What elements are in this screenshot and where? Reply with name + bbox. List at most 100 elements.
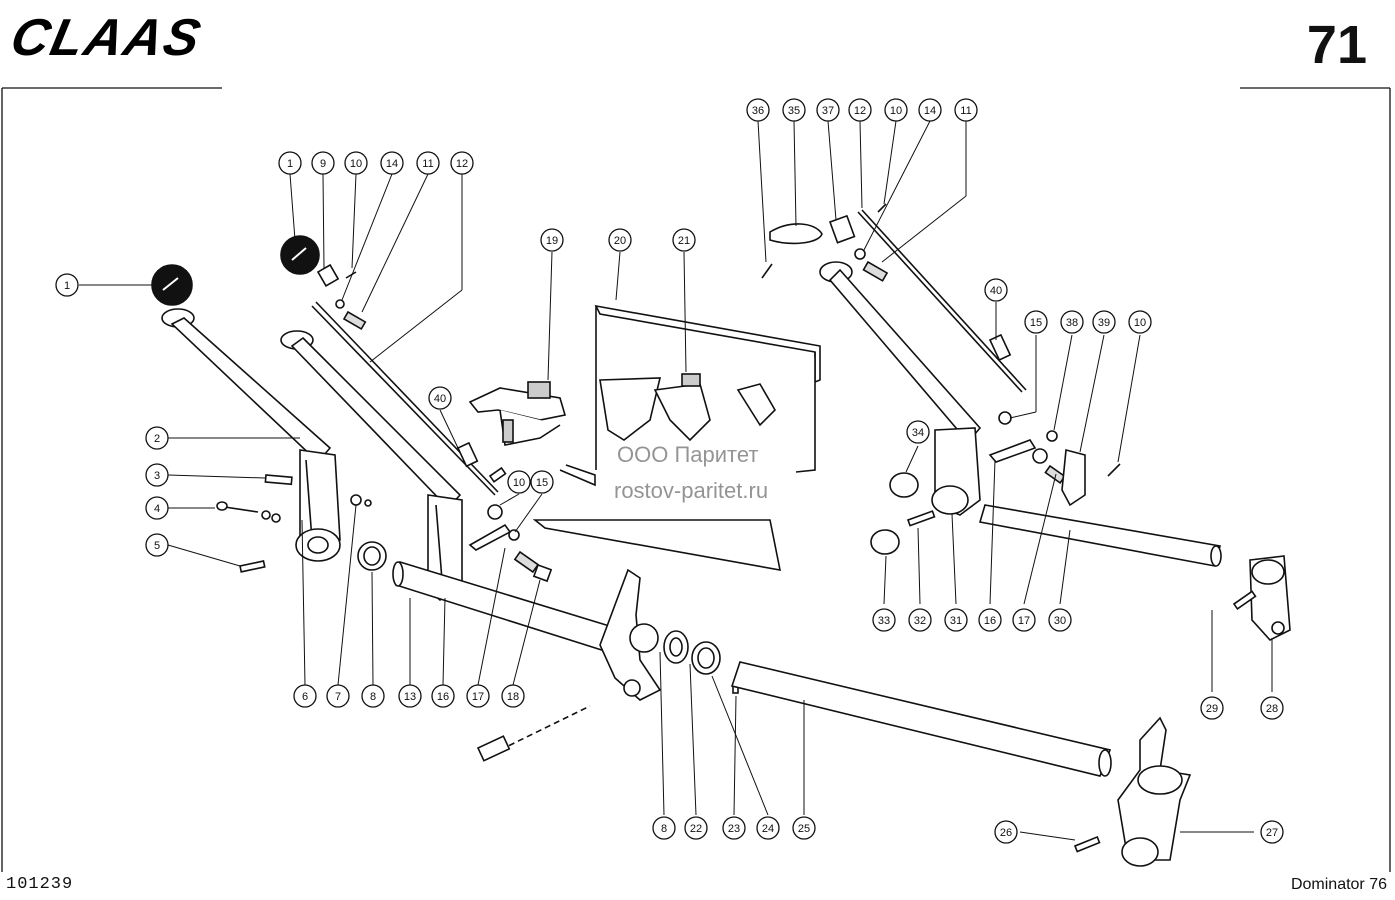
callout-number: 4 [154, 503, 160, 515]
callout-28: 28 [1260, 696, 1284, 720]
callout-number: 12 [456, 158, 468, 170]
callout-33: 33 [872, 608, 896, 632]
callout-2: 2 [145, 426, 169, 450]
callout-35: 35 [782, 98, 806, 122]
knob-part-1-upper [280, 235, 320, 275]
center-panel-assembly [468, 304, 821, 571]
callout-26: 26 [994, 820, 1018, 844]
callout-34: 34 [906, 420, 930, 444]
callout-number: 37 [822, 105, 834, 117]
callout-8: 8 [361, 684, 385, 708]
callout-number: 32 [914, 615, 926, 627]
callout-number: 2 [154, 433, 160, 445]
callout-40: 40 [984, 278, 1008, 302]
callout-number: 8 [370, 691, 376, 703]
callout-17: 17 [1012, 608, 1036, 632]
callout-36: 36 [746, 98, 770, 122]
callout-number: 11 [422, 158, 433, 170]
callout-number: 38 [1066, 317, 1078, 329]
callout-number: 9 [320, 158, 326, 170]
callout-number: 10 [350, 158, 362, 170]
callout-30: 30 [1048, 608, 1072, 632]
callout-number: 35 [788, 105, 800, 117]
callout-18: 18 [501, 684, 525, 708]
callout-number: 13 [404, 691, 416, 703]
callout-14: 14 [380, 151, 404, 175]
callout-11: 11 [416, 151, 440, 175]
callout-32: 32 [908, 608, 932, 632]
callout-number: 34 [912, 427, 924, 439]
callout-39: 39 [1092, 310, 1116, 334]
callout-number: 31 [950, 615, 962, 627]
callout-number: 39 [1098, 317, 1110, 329]
callout-number: 16 [984, 615, 996, 627]
callout-number: 36 [752, 105, 764, 117]
right-lever-assembly [761, 203, 1291, 867]
callout-number: 1 [64, 280, 70, 292]
callout-number: 15 [1030, 317, 1042, 329]
callout-29: 29 [1200, 696, 1224, 720]
callout-number: 14 [924, 105, 936, 117]
page-number: 71 [1306, 15, 1367, 75]
knob-part-1 [151, 264, 193, 306]
callout-number: 18 [507, 691, 519, 703]
callout-number: 10 [1134, 317, 1146, 329]
callout-37: 37 [816, 98, 840, 122]
callout-19: 19 [540, 228, 564, 252]
callout-number: 33 [878, 615, 890, 627]
callout-21: 21 [672, 228, 696, 252]
leader-lines [79, 120, 1273, 841]
callout-1: 1 [55, 273, 79, 297]
callout-number: 19 [546, 235, 558, 247]
callout-number: 11 [960, 105, 971, 117]
callout-9: 9 [311, 151, 335, 175]
callout-16: 16 [978, 608, 1002, 632]
callout-24: 24 [756, 816, 780, 840]
left-lever-assembly [151, 264, 387, 573]
callout-15: 15 [1024, 310, 1048, 334]
callout-17: 17 [466, 684, 490, 708]
callout-25: 25 [792, 816, 816, 840]
callout-23: 23 [722, 816, 746, 840]
callout-number: 10 [513, 477, 525, 489]
callout-number: 10 [890, 105, 902, 117]
callout-number: 5 [154, 540, 160, 552]
callout-10: 10 [1128, 310, 1152, 334]
callout-number: 20 [614, 235, 626, 247]
callout-number: 28 [1266, 703, 1278, 715]
callout-27: 27 [1260, 820, 1284, 844]
callout-number: 22 [690, 823, 702, 835]
callout-number: 29 [1206, 703, 1218, 715]
callout-16: 16 [431, 684, 455, 708]
callout-7: 7 [326, 684, 350, 708]
callout-15: 15 [530, 470, 554, 494]
callout-6: 6 [293, 684, 317, 708]
callout-10: 10 [507, 470, 531, 494]
callout-number: 16 [437, 691, 449, 703]
watermark-url: rostov-paritet.ru [614, 478, 769, 503]
callout-number: 30 [1054, 615, 1066, 627]
model-name: Dominator 76 [1290, 876, 1387, 893]
callout-10: 10 [884, 98, 908, 122]
callout-14: 14 [918, 98, 942, 122]
callout-number: 17 [1018, 615, 1030, 627]
main-shaft-assembly [392, 560, 1112, 777]
callout-20: 20 [608, 228, 632, 252]
callout-8: 8 [652, 816, 676, 840]
callout-4: 4 [145, 496, 169, 520]
callout-number: 7 [335, 691, 341, 703]
callout-11: 11 [954, 98, 978, 122]
callout-40: 40 [428, 386, 452, 410]
callout-number: 12 [854, 105, 866, 117]
callout-number: 8 [661, 823, 667, 835]
callout-31: 31 [944, 608, 968, 632]
callout-10: 10 [344, 151, 368, 175]
drawing-number: 101239 [6, 875, 74, 894]
callout-number: 15 [536, 477, 548, 489]
watermark-company: ООО Паритет [617, 442, 759, 467]
callout-number: 17 [472, 691, 484, 703]
frame-lines [1, 87, 1391, 872]
callout-number: 23 [728, 823, 740, 835]
